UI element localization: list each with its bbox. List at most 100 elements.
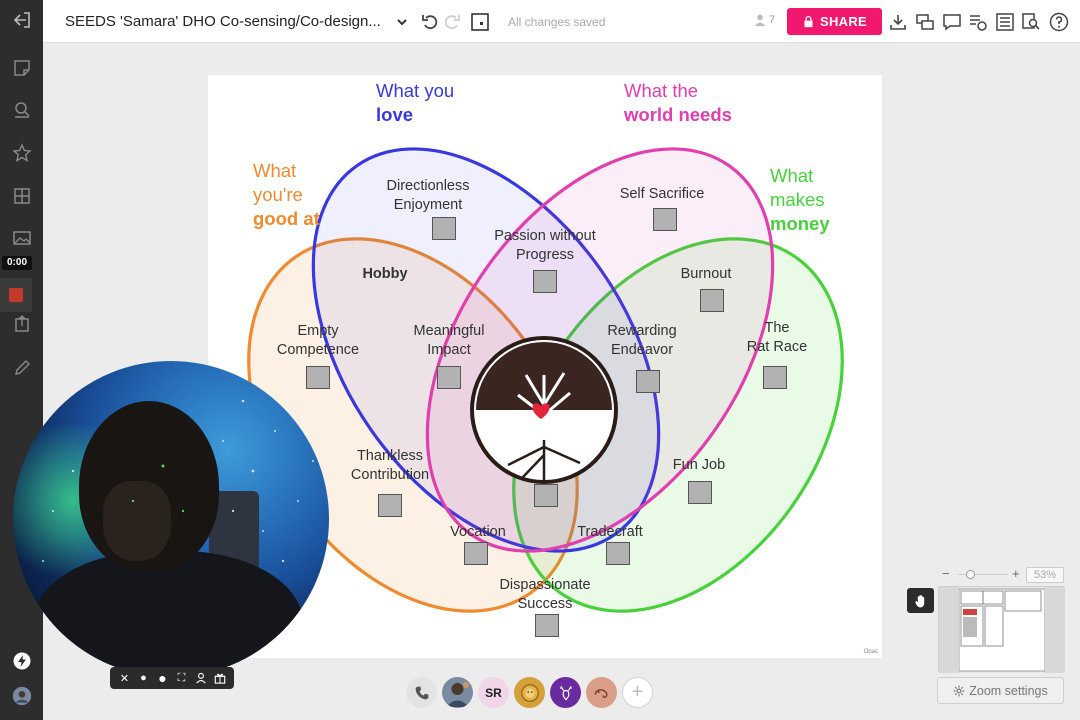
add-participant-button[interactable]: + [622,677,653,708]
frame-icon[interactable] [469,11,491,33]
region-box-thankless-contribution[interactable] [378,494,402,517]
deer-icon [559,685,572,701]
region-label-tradecraft: Tradecraft [577,524,643,540]
region-box-fun-job[interactable] [688,481,712,504]
pan-hand-button[interactable] [907,588,934,613]
upload-icon[interactable] [0,306,43,342]
user-icon [754,14,766,27]
image-source-tag: Opac [863,649,878,655]
top-bar: SEEDS 'Samara' DHO Co-sensing/Co-design.… [43,0,1080,43]
share-button[interactable]: SHARE [787,8,882,35]
save-status: All changes saved [508,15,606,29]
chevron-down-icon[interactable] [391,11,413,33]
region-box-rat-race[interactable] [763,366,787,389]
participant-avatar-photo[interactable] [442,677,473,708]
list-icon[interactable] [994,11,1016,33]
region-label-vocation: Vocation [450,524,506,540]
region-box-directionless-enjoyment[interactable] [432,217,456,240]
lock-icon [804,15,813,28]
tree-of-life-icon [470,336,618,484]
participant-avatar-sr[interactable]: SR [478,677,509,708]
image-icon[interactable] [0,220,43,256]
exit-board-icon[interactable] [0,2,43,38]
gift-icon[interactable] [213,671,227,685]
search-icon[interactable] [1020,11,1042,33]
venn-ellipses [247,147,844,613]
participant-avatar-chameleon[interactable] [586,677,617,708]
close-icon[interactable]: ✕ [119,672,130,685]
region-label-self-sacrifice: Self Sacrifice [619,186,705,202]
zoom-slider-track[interactable] [958,574,1008,575]
zoom-in-button[interactable]: + [1012,566,1020,581]
zoom-settings-button[interactable]: Zoom settings [937,677,1064,704]
share-label: SHARE [819,14,867,29]
lion-icon [520,683,539,702]
user-avatar-icon[interactable] [0,678,43,714]
region-box-passion-without-progress[interactable] [533,270,557,293]
zoom-settings-label: Zoom settings [969,683,1048,698]
lightning-icon[interactable] [0,643,43,679]
region-box-center-purpose[interactable] [534,484,558,507]
layout-grid-icon[interactable] [0,178,43,214]
region-label-hobby: Hobby [362,266,408,282]
participant-avatar-lion[interactable] [514,677,545,708]
zoom-controls: − + 53% [940,566,1066,584]
region-box-rewarding-endeavor[interactable] [636,370,660,393]
large-size-icon[interactable]: ● [158,670,167,686]
activity-icon[interactable] [967,11,989,33]
region-label-fun-job: Fun Job [672,457,726,473]
star-icon[interactable] [0,135,43,171]
video-controls: ✕ ● ● ⛶ [110,667,234,689]
phone-call-button[interactable] [406,677,437,708]
comments-icon[interactable] [914,11,936,33]
zoom-percent[interactable]: 53% [1026,567,1064,583]
sticky-note-icon[interactable] [0,50,43,86]
gear-icon [953,685,965,696]
video-star-lights [42,399,314,563]
board-title[interactable]: SEEDS 'Samara' DHO Co-sensing/Co-design.… [65,13,381,30]
minimap[interactable] [938,586,1065,673]
chameleon-icon [594,688,607,698]
region-box-meaningful-impact[interactable] [437,366,461,389]
pencil-icon[interactable] [0,350,43,386]
fullscreen-icon[interactable]: ⛶ [177,671,186,684]
video-person-body [33,551,303,677]
region-box-dispassionate-success[interactable] [535,614,559,637]
zoom-slider-handle[interactable] [966,570,975,579]
region-box-empty-competence[interactable] [306,366,330,389]
region-box-vocation[interactable] [464,542,488,565]
chat-icon[interactable] [941,11,963,33]
zoom-out-button[interactable]: − [942,566,950,581]
participant-avatar-deer[interactable] [550,677,581,708]
help-icon[interactable] [1048,11,1070,33]
region-box-burnout[interactable] [700,289,724,312]
left-toolbar: 0:00 [0,0,43,720]
region-label-burnout: Burnout [680,266,732,282]
person-icon[interactable] [194,671,208,685]
video-person-face [103,481,171,561]
video-call-bubble[interactable] [13,361,329,677]
undo-icon[interactable] [419,11,441,33]
participants-bar: SR + [406,677,653,708]
user-count-value: 7 [769,14,776,26]
download-icon[interactable] [887,11,909,33]
redo-icon[interactable] [441,11,463,33]
online-users-count[interactable]: 7 [753,13,775,27]
record-stop-icon [9,288,23,302]
small-size-icon[interactable]: ● [140,672,147,684]
region-box-tradecraft[interactable] [606,542,630,565]
comment-search-icon[interactable] [0,92,43,128]
region-box-self-sacrifice[interactable] [653,208,677,231]
